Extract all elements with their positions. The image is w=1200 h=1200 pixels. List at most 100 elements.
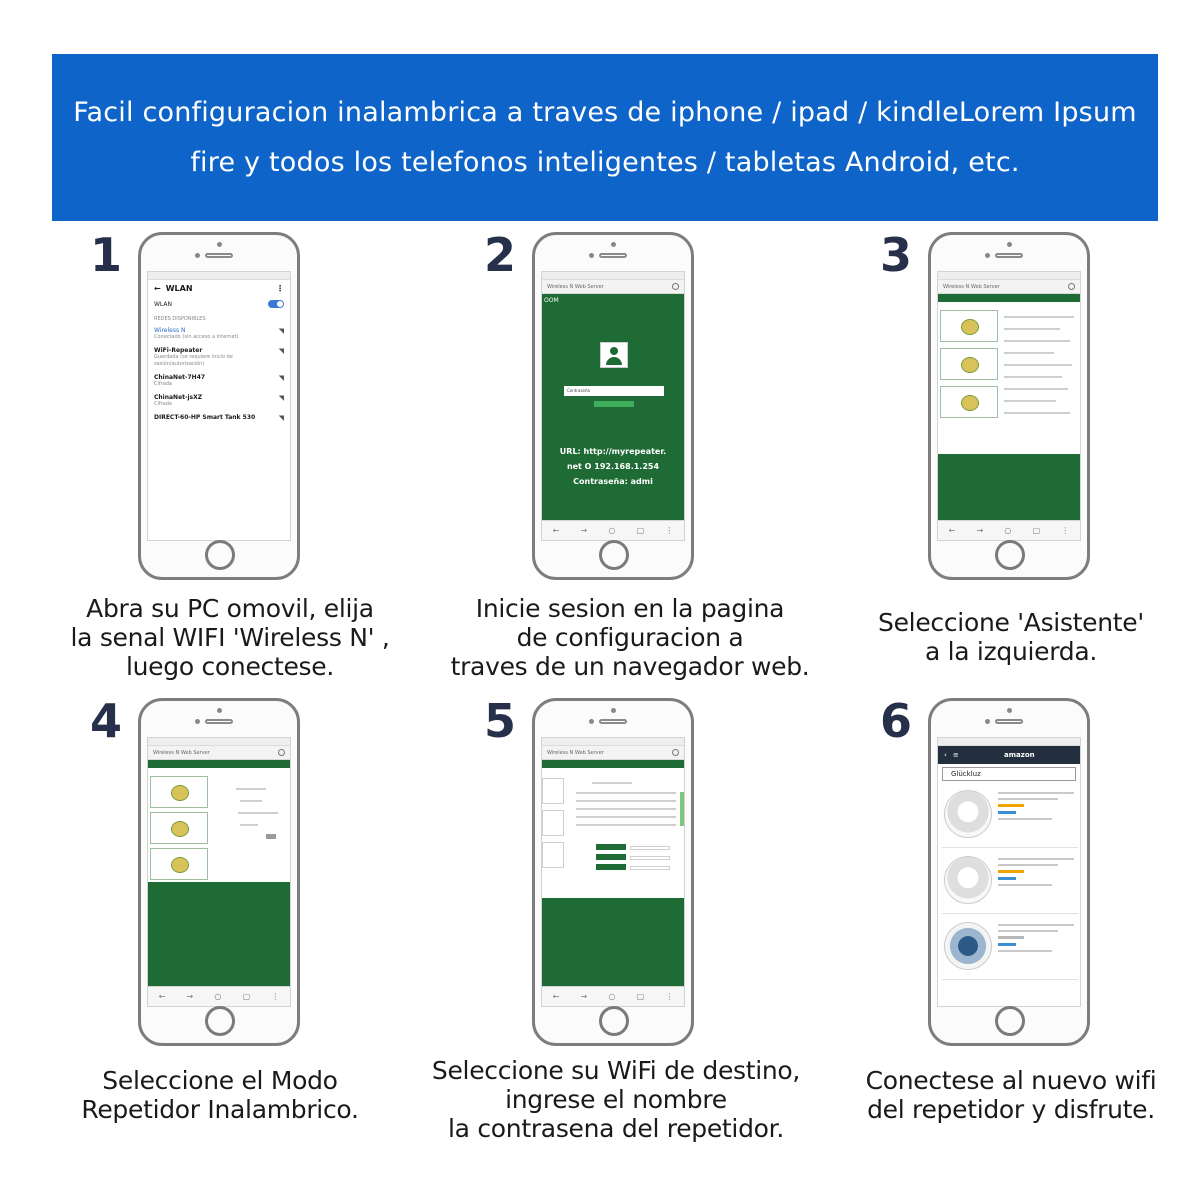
table-row[interactable]: [576, 816, 676, 818]
list-item[interactable]: [942, 918, 1078, 980]
hamburger-menu-icon[interactable]: ≡: [952, 751, 959, 759]
tabs-icon[interactable]: ▢: [636, 526, 645, 535]
page-footer: [148, 882, 290, 986]
reload-icon[interactable]: [278, 749, 285, 756]
back-arrow-icon[interactable]: ←: [948, 526, 956, 535]
home-button-icon[interactable]: [205, 1006, 235, 1036]
home-button-icon[interactable]: [599, 540, 629, 570]
forward-arrow-icon[interactable]: →: [580, 526, 588, 535]
tabs-icon[interactable]: ▢: [242, 992, 251, 1001]
home-icon[interactable]: ○: [1004, 526, 1012, 535]
ssid-field[interactable]: [596, 844, 626, 850]
table-row[interactable]: [576, 792, 676, 794]
list-item[interactable]: [942, 786, 1078, 848]
forward-arrow-icon[interactable]: →: [186, 992, 194, 1001]
reload-icon[interactable]: [672, 749, 679, 756]
back-arrow-icon[interactable]: ←: [154, 284, 161, 293]
wlan-toggle-row[interactable]: WLAN: [148, 297, 290, 311]
text-line: [1004, 352, 1054, 354]
table-row[interactable]: [576, 800, 676, 802]
forward-arrow-icon[interactable]: →: [580, 992, 588, 1001]
screen-title: ← WLAN ⋮: [148, 280, 290, 297]
tabs-icon[interactable]: ▢: [1032, 526, 1041, 535]
more-menu-icon[interactable]: ⋮: [665, 992, 674, 1001]
phone-mockup: ‹ ≡ amazon Glückluz: [928, 698, 1090, 1046]
more-menu-icon[interactable]: ⋮: [665, 526, 674, 535]
network-name: Wireless N: [154, 327, 186, 334]
wizard-next-button[interactable]: [266, 834, 276, 839]
browser-bar: Wireless N Web Server: [542, 280, 684, 294]
more-menu-icon[interactable]: ⋮: [271, 992, 280, 1001]
phone-screen: ← WLAN ⋮ WLAN REDES DISPONIBLES Wireless…: [147, 271, 291, 541]
input-box[interactable]: [630, 846, 670, 850]
wizard-option-card[interactable]: [940, 348, 998, 380]
network-name: DIRECT-60-HP Smart Tank 530: [154, 414, 256, 421]
camera-icon: [611, 708, 616, 713]
phone-screen: ‹ ≡ amazon Glückluz: [937, 737, 1081, 1007]
search-input[interactable]: Glückluz: [942, 767, 1076, 781]
reload-icon[interactable]: [672, 283, 679, 290]
home-button-icon[interactable]: [205, 540, 235, 570]
home-button-icon[interactable]: [995, 540, 1025, 570]
more-menu-icon[interactable]: ⋮: [276, 284, 284, 293]
home-icon[interactable]: ○: [214, 992, 222, 1001]
repeater-name-field[interactable]: [596, 864, 626, 870]
back-arrow-icon[interactable]: ←: [552, 526, 560, 535]
table-row[interactable]: [576, 824, 676, 826]
table-row[interactable]: [576, 808, 676, 810]
back-arrow-icon[interactable]: ←: [158, 992, 166, 1001]
browser-nav: ← → ○ ▢ ⋮: [542, 986, 684, 1006]
browser-title: Wireless N Web Server: [943, 283, 1000, 290]
sidebar-card[interactable]: [542, 778, 564, 804]
tabs-icon[interactable]: ▢: [636, 992, 645, 1001]
back-arrow-icon[interactable]: ‹: [944, 751, 947, 759]
password-field[interactable]: [596, 854, 626, 860]
back-arrow-icon[interactable]: ←: [552, 992, 560, 1001]
step-caption: Seleccione 'Asistente' a la izquierda.: [860, 608, 1162, 666]
camera-icon: [1007, 708, 1012, 713]
menu-bar: [938, 294, 1080, 302]
phone-mockup: Wireless N Web Server: [532, 698, 694, 1046]
select-column[interactable]: [680, 792, 684, 826]
sidebar-card[interactable]: [542, 842, 564, 868]
product-details: [998, 858, 1074, 890]
table-header: [592, 782, 632, 784]
phone-screen: Wireless N Web Server OOM Contraseña URL…: [541, 271, 685, 541]
input-box[interactable]: [630, 866, 670, 870]
sensor-icon: [589, 719, 594, 724]
network-name: ChinaNet-jsXZ: [154, 394, 203, 401]
wizard-option-card[interactable]: [150, 776, 208, 808]
wlan-label: WLAN: [154, 300, 173, 308]
sidebar-card[interactable]: [542, 810, 564, 836]
product-details: [998, 792, 1074, 824]
home-button-icon[interactable]: [599, 1006, 629, 1036]
list-item[interactable]: [942, 852, 1078, 914]
wizard-option-card[interactable]: [940, 310, 998, 342]
wizard-option-card[interactable]: [150, 812, 208, 844]
reload-icon[interactable]: [1068, 283, 1075, 290]
network-item[interactable]: DIRECT-60-HP Smart Tank 530 ◥: [148, 411, 290, 425]
forward-arrow-icon[interactable]: →: [976, 526, 984, 535]
password-field[interactable]: Contraseña: [564, 386, 664, 396]
caption-line: luego conectese.: [125, 652, 335, 681]
more-menu-icon[interactable]: ⋮: [1061, 526, 1070, 535]
header-banner: Facil configuracion inalambrica a traves…: [52, 54, 1158, 221]
login-button[interactable]: [594, 401, 634, 407]
phone-screen: Wireless N Web Server ← → ○ ▢ ⋮: [937, 271, 1081, 541]
sensor-icon: [985, 253, 990, 258]
product-image: [944, 856, 992, 904]
wizard-option-card[interactable]: [940, 386, 998, 418]
home-button-icon[interactable]: [995, 1006, 1025, 1036]
input-box[interactable]: [630, 856, 670, 860]
status-bar: [938, 738, 1080, 746]
wlan-toggle[interactable]: [268, 300, 284, 308]
home-icon[interactable]: ○: [608, 526, 616, 535]
home-icon[interactable]: ○: [608, 992, 616, 1001]
browser-title: Wireless N Web Server: [153, 749, 210, 756]
text-line: [240, 824, 258, 826]
wizard-option-card[interactable]: [150, 848, 208, 880]
